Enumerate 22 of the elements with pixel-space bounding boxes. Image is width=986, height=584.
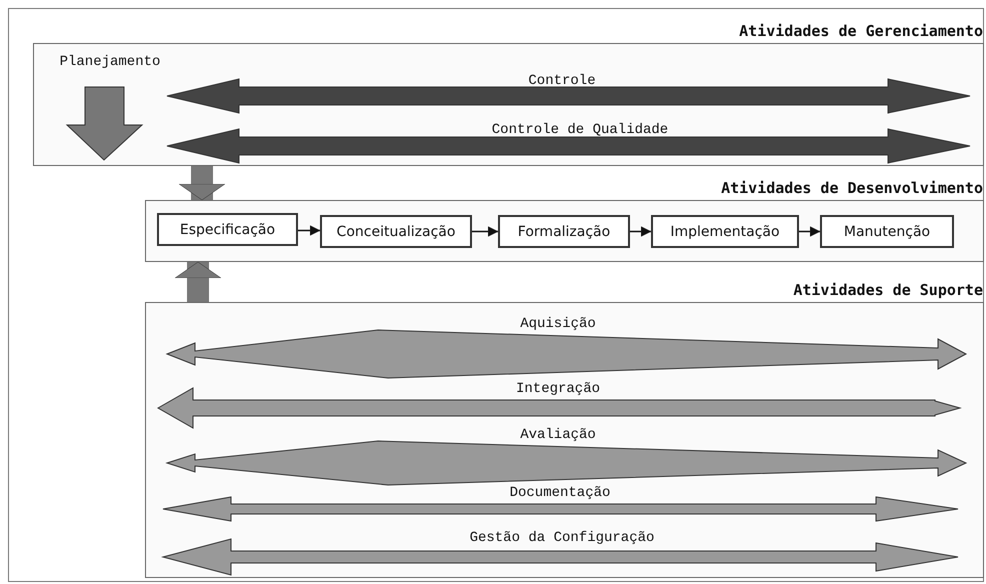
activity-label: Controle — [528, 73, 596, 89]
activity-label: Gestão da Configuração — [470, 530, 654, 546]
process-box: Conceitualização — [320, 215, 472, 248]
process-box: Manutenção — [820, 215, 954, 248]
block-arrow — [178, 166, 226, 200]
activity-label: Avaliação — [520, 427, 596, 443]
arrow — [630, 226, 652, 237]
process-box: Formalização — [498, 215, 630, 248]
phase-label: Planejamento — [60, 54, 160, 70]
panel-title: Atividades de Suporte — [793, 281, 983, 299]
block-arrow — [174, 262, 222, 302]
activity-label: Controle de Qualidade — [492, 122, 668, 138]
panel-title: Atividades de Gerenciamento — [739, 22, 983, 40]
arrow — [472, 226, 498, 237]
process-box: Implementação — [651, 215, 799, 248]
arrow — [799, 226, 820, 237]
activity-label: Aquisição — [520, 316, 596, 332]
panel-title: Atividades de Desenvolvimento — [721, 179, 983, 197]
activity-label: Documentação — [510, 485, 610, 501]
activity-label: Integração — [516, 381, 600, 397]
process-box: Especificação — [157, 213, 298, 246]
arrow — [298, 225, 320, 236]
